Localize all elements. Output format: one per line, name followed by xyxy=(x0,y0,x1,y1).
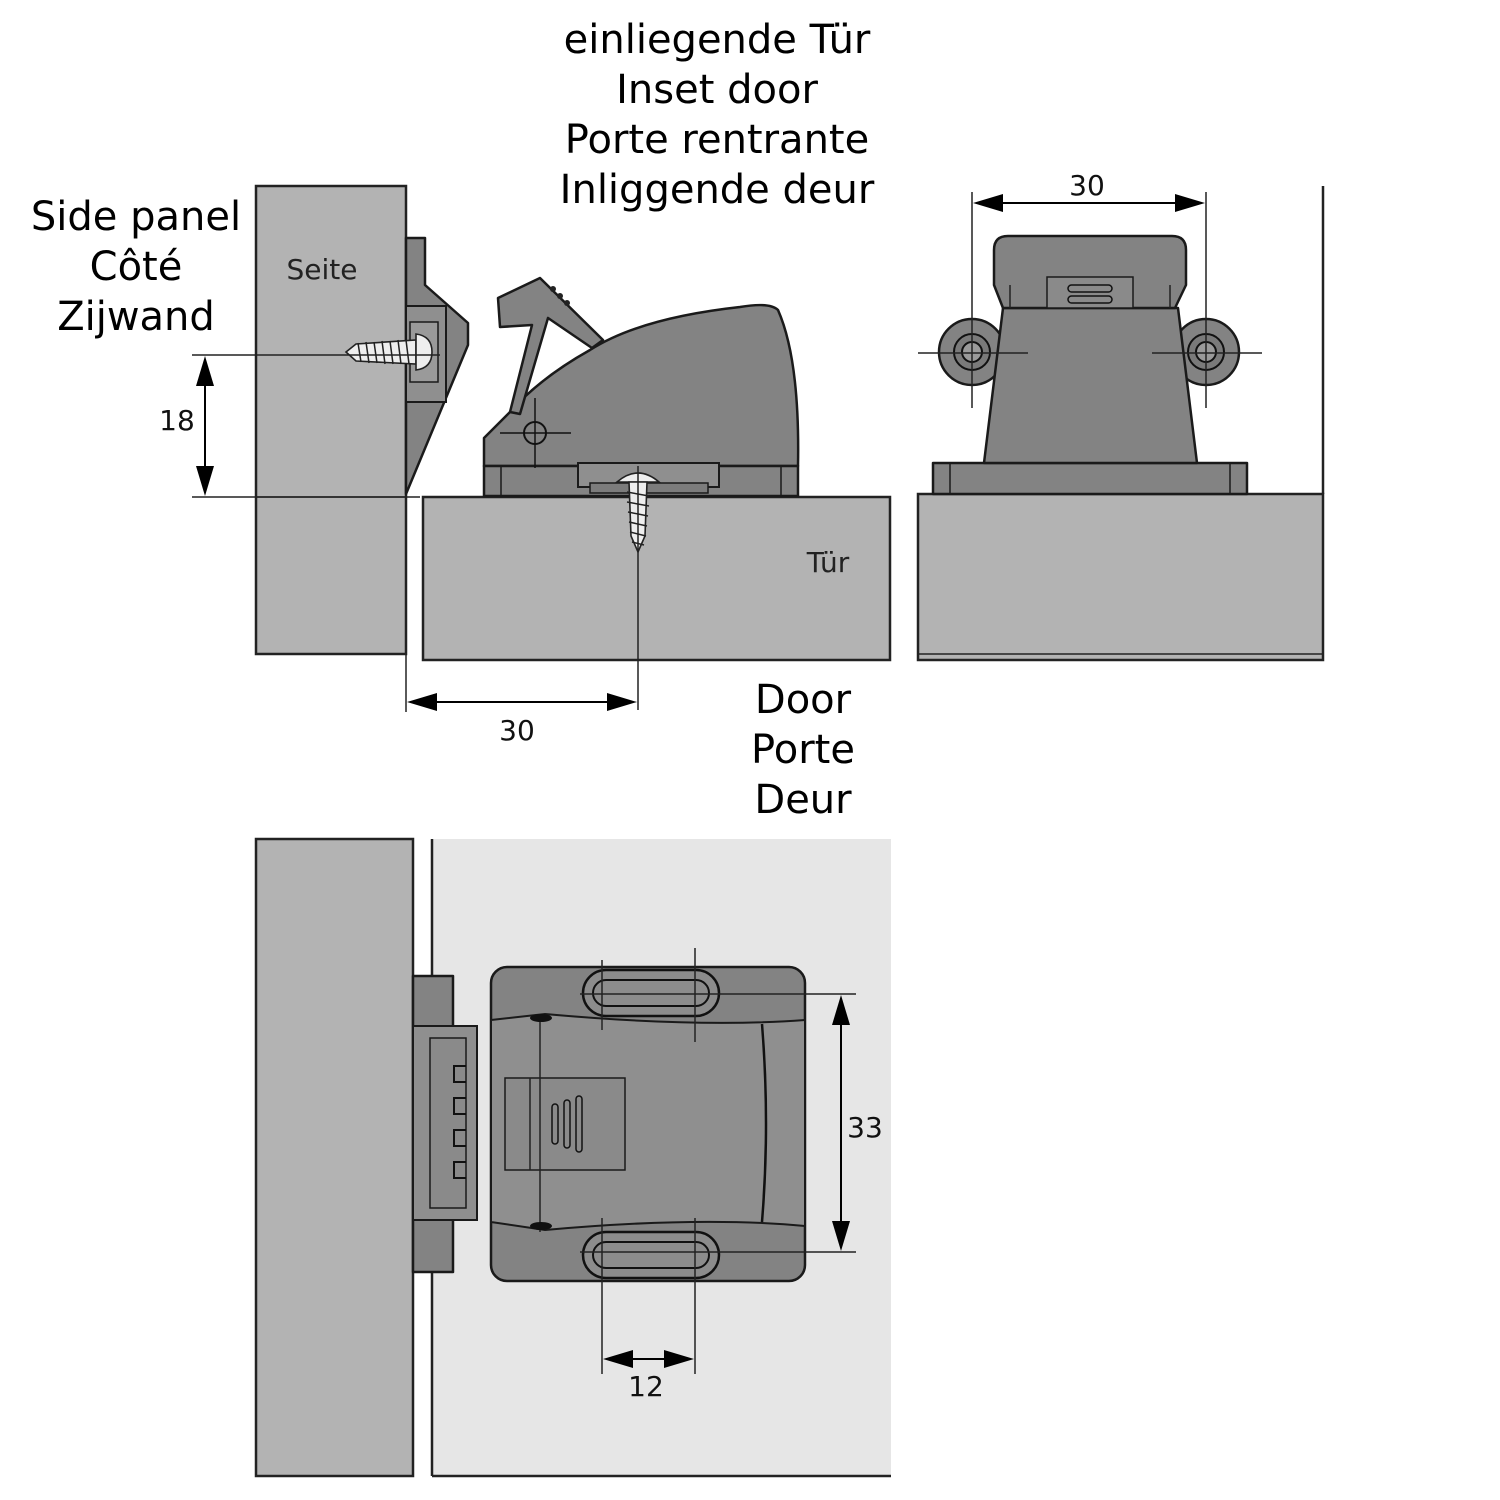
latch-hook xyxy=(496,276,605,416)
front-top xyxy=(992,234,1188,310)
dim-30-bottom-text: 30 xyxy=(499,714,535,747)
dim-height-33: 33 xyxy=(832,995,883,1251)
side-panel-line-3: Zijwand xyxy=(57,294,215,340)
dim-30-top-text: 30 xyxy=(1069,169,1105,202)
dim-12-text: 12 xyxy=(628,1370,664,1403)
latch-body xyxy=(482,303,800,468)
title-block: einliegende Tür Inset door Porte rentran… xyxy=(560,17,875,213)
top-button xyxy=(504,1077,626,1171)
title-line-1: einliegende Tür xyxy=(564,17,871,63)
front-body xyxy=(982,306,1199,465)
door-line-2: Porte xyxy=(751,727,855,773)
side-panel-label: Side panel Côté Zijwand xyxy=(31,194,241,340)
dim-front-width: 30 xyxy=(971,169,1207,408)
dim-18-text: 18 xyxy=(159,404,195,437)
side-panel-line-2: Côté xyxy=(90,244,183,290)
top-latch-inner xyxy=(490,1012,806,1232)
side-panel-line-1: Side panel xyxy=(31,194,241,240)
dim-33-text: 33 xyxy=(847,1111,883,1144)
title-line-3: Porte rentrante xyxy=(565,117,869,163)
front-door-panel xyxy=(916,492,1325,662)
door-label: Door Porte Deur xyxy=(751,677,855,823)
front-base xyxy=(931,461,1249,496)
title-line-2: Inset door xyxy=(616,67,818,113)
door-line-1: Door xyxy=(755,677,852,723)
seite-tag: Seite xyxy=(287,253,358,286)
dim-slot-12: 12 xyxy=(603,1350,694,1403)
dim-screw-height: 18 xyxy=(159,354,440,498)
front-view: 30 xyxy=(916,169,1325,662)
top-side-panel xyxy=(254,837,415,1478)
screw-side xyxy=(344,333,433,371)
door-line-3: Deur xyxy=(754,777,852,823)
dim-door-offset: 30 xyxy=(405,654,637,747)
title-line-4: Inliggende deur xyxy=(560,167,875,213)
side-panel xyxy=(254,184,408,656)
top-view: 33 12 xyxy=(254,837,891,1478)
side-view: Seite Tür xyxy=(159,184,892,747)
tuer-tag: Tür xyxy=(806,546,850,579)
